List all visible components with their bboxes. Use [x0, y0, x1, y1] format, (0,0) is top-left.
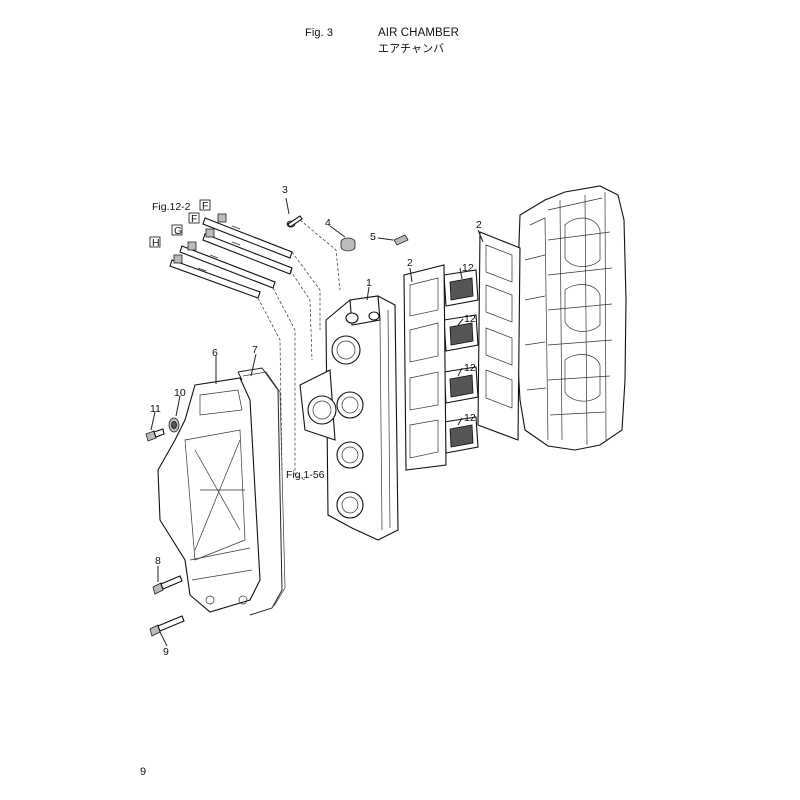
page-title-japanese: エアチャンバ — [378, 42, 445, 55]
callout-12-2: 12 — [464, 313, 476, 325]
page-title: AIR CHAMBER — [378, 27, 459, 39]
engine-block-outline — [515, 185, 627, 451]
plug-10 — [168, 417, 180, 433]
callout-5: 5 — [370, 231, 376, 243]
ref-letter-f1: F — [202, 200, 208, 212]
ref-box-f2 — [188, 212, 200, 224]
gasket-2-left — [403, 264, 447, 471]
reed-valve-assemblies — [443, 269, 479, 454]
gasket-2-right — [477, 231, 521, 441]
screw-11 — [145, 428, 165, 442]
bolt-9 — [149, 615, 185, 637]
callout-11: 11 — [150, 403, 161, 415]
ref-box-g — [171, 224, 183, 236]
callout-2-right: 2 — [476, 219, 482, 231]
cap-4 — [340, 237, 356, 252]
callout-9: 9 — [163, 646, 169, 658]
ref-box-h — [149, 236, 161, 248]
page-number: 9 — [140, 766, 147, 778]
callout-12-3: 12 — [464, 362, 476, 374]
ref-letter-g: G — [174, 225, 182, 237]
ref-fig-12-2: Fig.12-2 — [152, 201, 191, 213]
callout-1: 1 — [366, 277, 372, 289]
bolt-3 — [286, 215, 303, 228]
callout-12-1: 12 — [462, 262, 474, 274]
leader-lines — [150, 197, 484, 647]
callout-3: 3 — [282, 184, 288, 196]
air-chamber-body — [299, 295, 399, 541]
hose-lines — [169, 213, 293, 299]
ref-box-f1 — [199, 199, 211, 211]
callout-2-left: 2 — [407, 257, 413, 269]
callout-12-4: 12 — [464, 412, 476, 424]
callout-10: 10 — [174, 387, 186, 399]
callout-7: 7 — [252, 344, 258, 356]
pin-5 — [393, 234, 409, 246]
cover-gasket — [237, 367, 286, 616]
callout-6: 6 — [212, 347, 218, 359]
ref-fig-1-56: Fig.1-56 — [286, 469, 325, 481]
bolt-8 — [152, 575, 183, 595]
callout-8: 8 — [155, 555, 161, 567]
air-chamber-cover — [157, 377, 261, 613]
ref-letter-f2: F — [191, 213, 197, 225]
callout-4: 4 — [325, 217, 331, 229]
figure-number: Fig. 3 — [305, 27, 334, 39]
ref-letter-h: H — [152, 237, 160, 249]
